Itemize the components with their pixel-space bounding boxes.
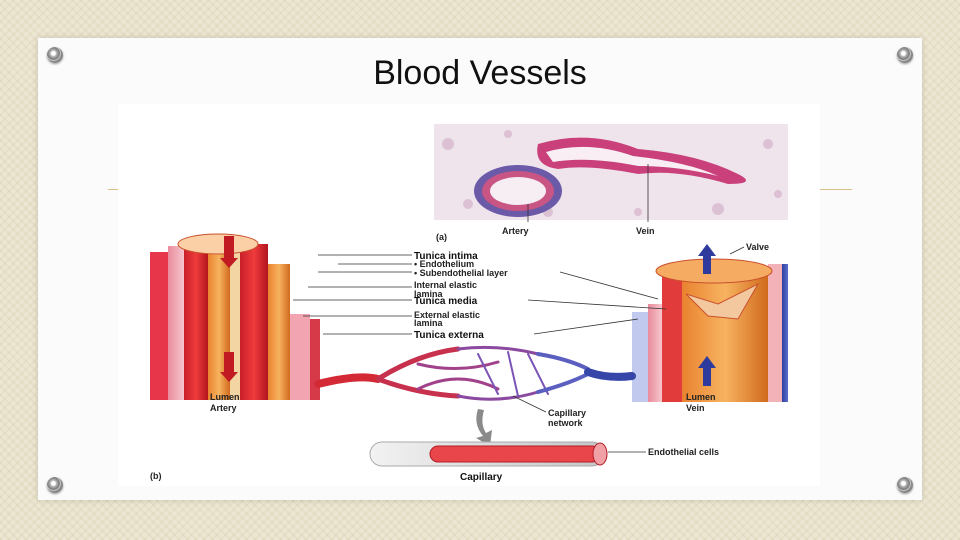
thumbtack-icon — [47, 47, 63, 63]
panel-b-label: (b) — [150, 471, 162, 481]
capillary-illustration — [369, 441, 608, 467]
thumbtack-icon — [897, 47, 913, 63]
external-elastic-lamina-label-2: lamina — [414, 318, 444, 328]
capillary-network-label-1: Capillary — [548, 408, 586, 418]
endothelial-cells-label: Endothelial cells — [648, 447, 719, 457]
artery-lumen-label-2: Artery — [210, 403, 237, 413]
zoom-arrow-icon — [476, 409, 492, 446]
page-title: Blood Vessels — [373, 54, 587, 92]
internal-elastic-lamina-label-2: lamina — [414, 289, 444, 299]
artery-micro-label: Artery — [502, 226, 529, 236]
capillary-network-label-2: network — [548, 418, 584, 428]
vein-lumen-label-1: Lumen — [686, 392, 716, 402]
panel-a-label: (a) — [436, 232, 447, 242]
valve-label: Valve — [746, 242, 769, 252]
tunica-externa-label: Tunica externa — [414, 330, 484, 341]
external-elastic-lamina-label-1: External elastic — [414, 310, 480, 320]
micrograph-panel — [434, 124, 788, 220]
thumbtack-icon — [47, 477, 63, 493]
vein-lumen-label-2: Vein — [686, 403, 705, 413]
capillary-label: Capillary — [460, 472, 503, 483]
artery-illustration — [150, 233, 320, 400]
label-leader-lines — [293, 254, 667, 335]
internal-elastic-lamina-label-1: Internal elastic — [414, 280, 477, 290]
capillary-network-illustration — [314, 345, 636, 401]
vein-micro-label: Vein — [636, 226, 655, 236]
tunica-intima-label: Tunica intima — [414, 251, 478, 262]
artery-lumen-label-1: Lumen — [210, 392, 240, 402]
tunica-media-label: Tunica media — [414, 296, 478, 307]
title-divider-right — [818, 189, 852, 190]
subendothelial-layer-label: • Subendothelial layer — [414, 268, 508, 278]
thumbtack-icon — [897, 477, 913, 493]
title-divider-left — [108, 189, 120, 190]
vein-illustration — [632, 244, 788, 402]
endothelium-label: • Endothelium — [414, 259, 474, 269]
blood-vessel-figure: Artery Vein (a) Lumen Artery Valve — [118, 104, 820, 486]
